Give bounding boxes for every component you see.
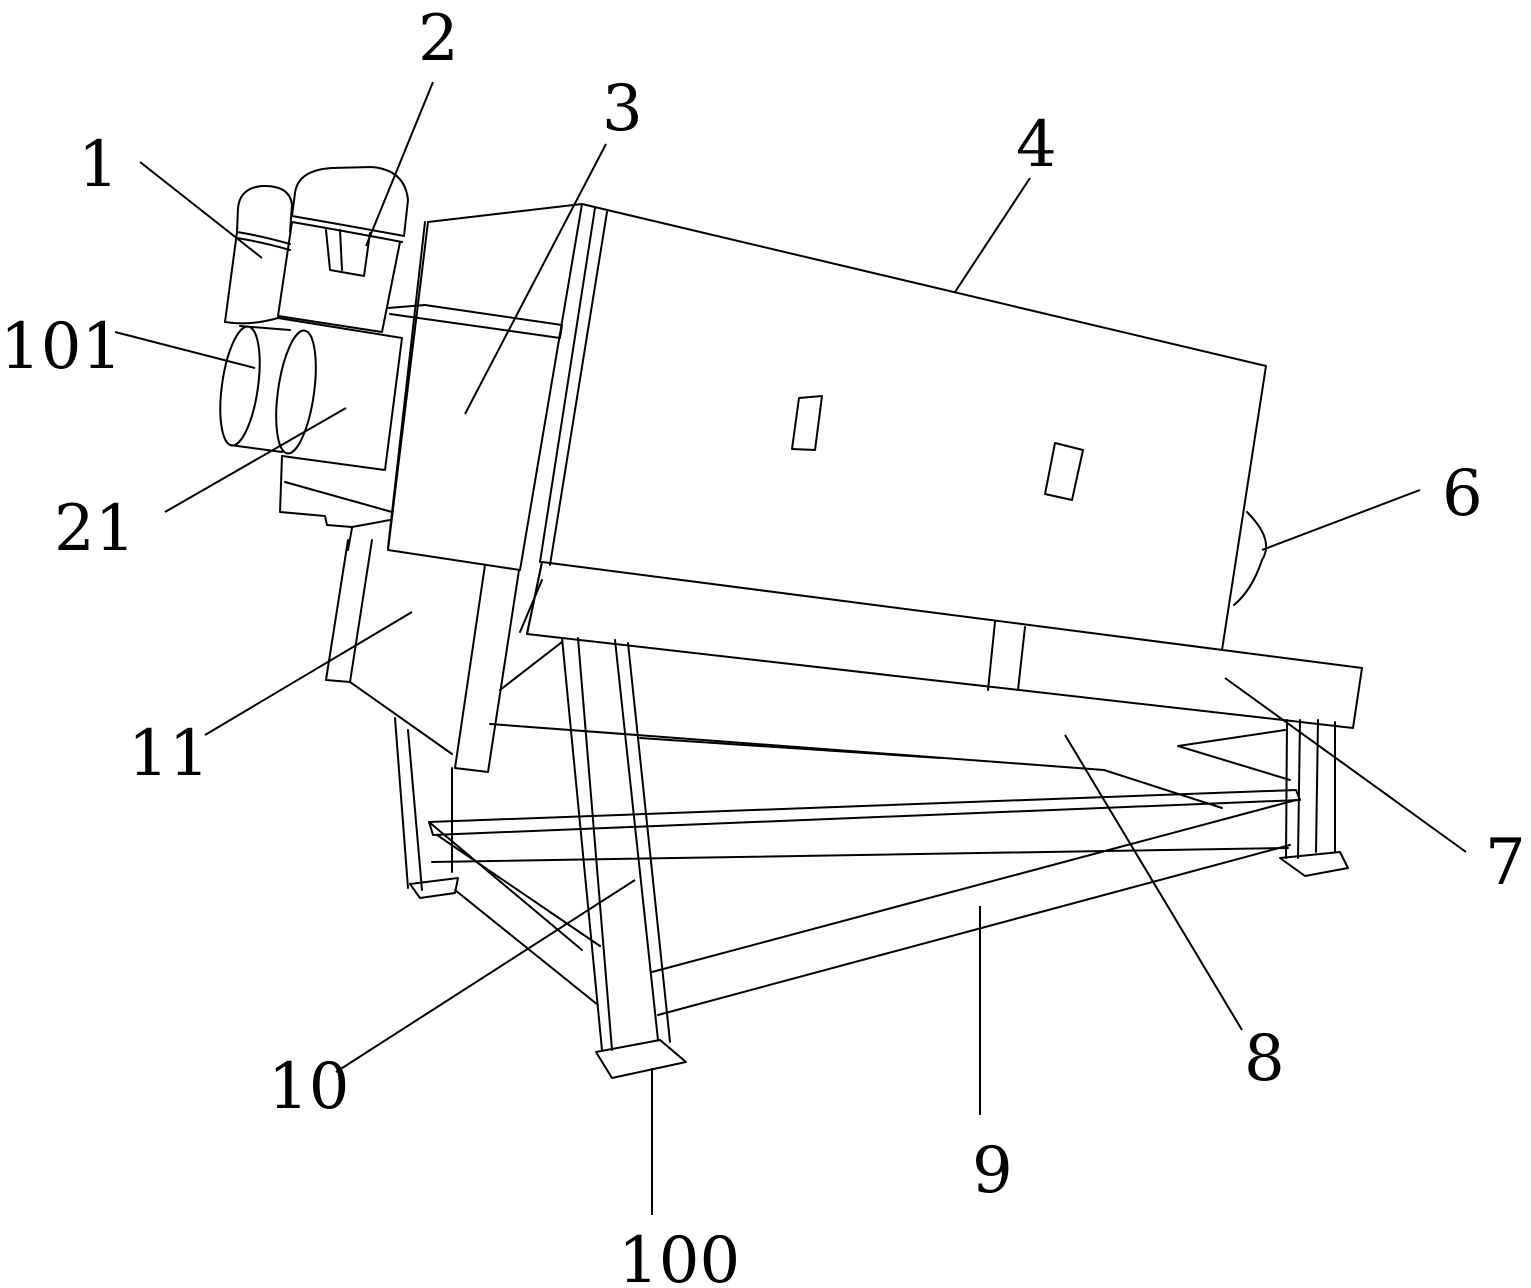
support-frame-7-8 — [519, 561, 1363, 729]
label-100: 100 — [618, 1224, 740, 1288]
leader-6 — [1261, 489, 1421, 551]
leader-2 — [365, 81, 434, 247]
leader-3 — [464, 143, 607, 415]
leader-7 — [1224, 677, 1467, 853]
leader-lines — [114, 81, 1467, 1215]
label-2: 2 — [418, 2, 459, 76]
leader-4 — [954, 177, 1031, 293]
label-7: 7 — [1485, 826, 1526, 900]
label-21: 21 — [54, 492, 135, 566]
label-6: 6 — [1442, 457, 1483, 531]
label-4: 4 — [1016, 108, 1057, 182]
motor-2 — [277, 166, 409, 333]
label-8: 8 — [1244, 1022, 1285, 1096]
label-10: 10 — [268, 1050, 349, 1124]
hopper-11 — [325, 527, 563, 773]
label-9: 9 — [972, 1134, 1013, 1208]
label-1: 1 — [78, 128, 119, 202]
body-3 — [387, 203, 583, 571]
base-frame-9 — [394, 637, 1349, 1079]
leader-21 — [164, 407, 347, 513]
motor-1 — [224, 184, 293, 325]
leader-101 — [114, 331, 256, 369]
label-3: 3 — [602, 72, 643, 146]
leader-10 — [335, 879, 636, 1073]
label-11: 11 — [128, 717, 209, 791]
label-101: 101 — [0, 310, 122, 384]
leader-1 — [139, 161, 263, 259]
leader-11 — [204, 611, 413, 736]
gearbox-housing-21 — [219, 304, 563, 528]
leader-8 — [1064, 734, 1243, 1031]
main-box-4 — [539, 203, 1267, 651]
